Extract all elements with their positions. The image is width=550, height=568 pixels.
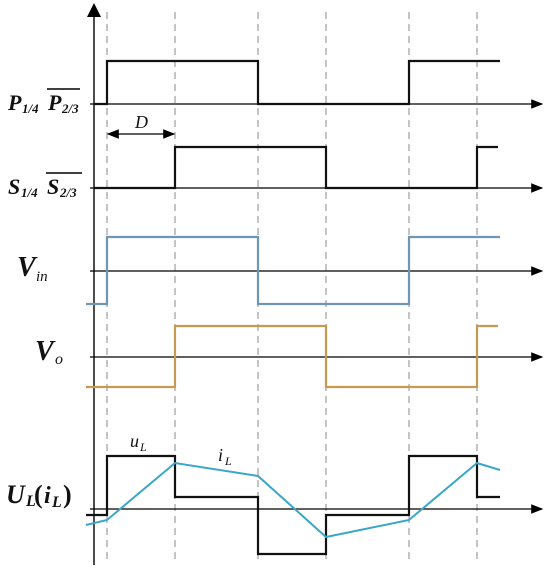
ul-label-paren-open: ( (34, 480, 43, 509)
s-label-sub: 1/4 (21, 185, 38, 200)
p-label-sub: 1/4 (22, 101, 39, 116)
vin-label: V in (17, 252, 48, 285)
vin-label-sub: in (36, 269, 48, 285)
vo-label-sub: o (55, 351, 63, 368)
ul-label-sub: L (25, 493, 36, 510)
ul-label-i: i (44, 483, 51, 509)
p-label: P 1/4 P 2/3 (7, 88, 80, 116)
uL-annotation: u L (130, 431, 147, 454)
iL-annotation: i L (218, 445, 232, 468)
d-label-text: D (134, 112, 148, 132)
iL-annotation-main: i (218, 445, 223, 465)
s-label-main: S (8, 174, 20, 199)
ul-label-isub: L (51, 494, 62, 511)
p-label-main: P (7, 90, 22, 115)
vo-waveform (86, 324, 498, 389)
vo-label-main: V (35, 336, 56, 367)
ul-waveform (86, 454, 500, 556)
uL-annotation-main: u (130, 431, 139, 451)
ul-label-paren-close: ) (63, 480, 72, 509)
horizontal-axes (90, 99, 544, 514)
s-label-main-bar: S (47, 174, 59, 199)
s-gate-waveform (94, 145, 498, 190)
vin-label-main: V (17, 252, 38, 283)
p-label-sub-bar: 2/3 (61, 101, 79, 116)
vo-label: V o (35, 336, 63, 368)
il-waveform (85, 461, 501, 539)
ul-label: U L ( i L ) (6, 480, 72, 511)
guide-lines (106, 12, 478, 560)
iL-annotation-sub: L (224, 454, 232, 468)
vin-waveform (86, 235, 500, 306)
d-label: D (134, 112, 148, 132)
p-gate-waveform (94, 59, 500, 106)
uL-annotation-sub: L (139, 440, 147, 454)
s-label-sub-bar: 2/3 (59, 185, 77, 200)
s-label: S 1/4 S 2/3 (8, 172, 82, 200)
ul-label-main: U (6, 480, 26, 509)
p-label-main-bar: P (47, 90, 62, 115)
